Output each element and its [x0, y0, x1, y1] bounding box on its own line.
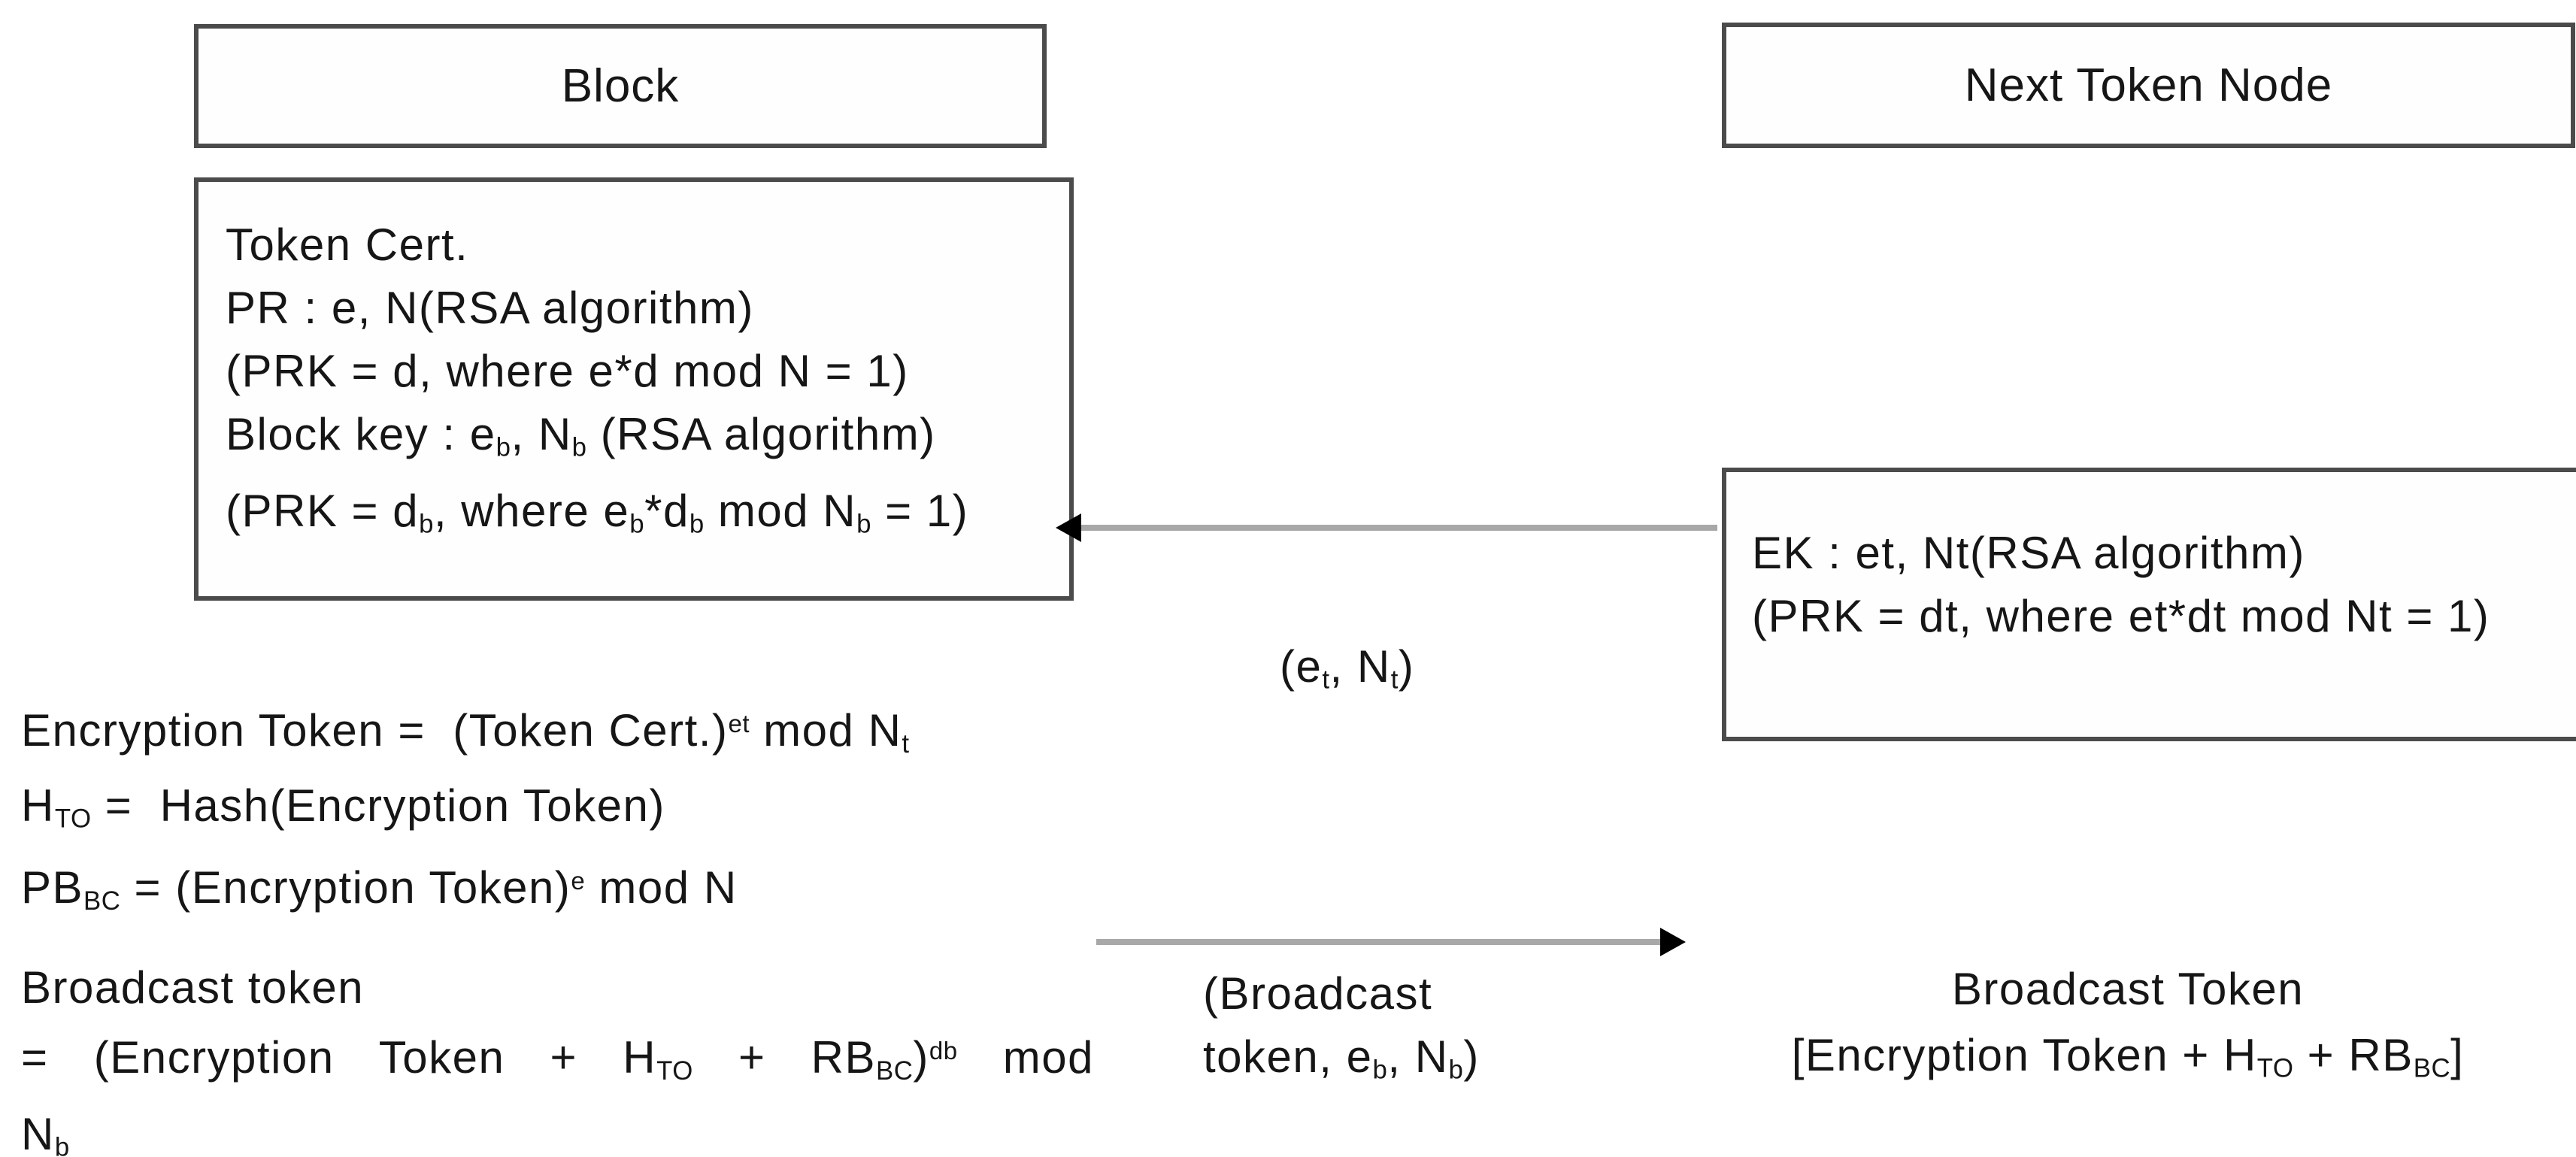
- subscript-text: BC: [876, 1056, 914, 1086]
- token-cert-prk-line: (PRK = d, where e*d mod N = 1): [226, 340, 1069, 403]
- subscript-text: b: [496, 432, 511, 462]
- broadcast-token-arrow-line: [1096, 939, 1662, 945]
- broadcast-arrow-label-line-1: (Broadcast: [1203, 962, 1480, 1025]
- text-segment: , where e: [433, 485, 630, 536]
- pb-formula-line: PBBC = (Encryption Token)e mod N: [21, 850, 910, 932]
- text-segment: H: [21, 780, 55, 831]
- text-segment: *d: [644, 485, 689, 536]
- subscript-text: b: [54, 1132, 70, 1157]
- block-header-box: Block: [194, 24, 1047, 148]
- subscript-text: b: [419, 509, 434, 539]
- text-segment: Block key : e: [226, 409, 496, 459]
- subscript-text: b: [856, 509, 871, 539]
- text-segment: , N: [1329, 641, 1391, 692]
- encryption-token-formula-line: Encryption Token = (Token Cert.)et mod N…: [21, 693, 910, 775]
- text-segment: mod N: [704, 485, 857, 536]
- text-segment: = (Encryption Token + H: [21, 1032, 657, 1083]
- block-header-label: Block: [561, 60, 680, 112]
- hash-formula-line: HTO = Hash(Encryption Token): [21, 775, 910, 850]
- subscript-text: TO: [54, 804, 92, 834]
- broadcast-arrow-label-line-2: token, eb, Nb): [1203, 1025, 1480, 1102]
- next-token-node-header-label: Next Token Node: [1964, 59, 2333, 111]
- text-segment: ]: [2450, 1030, 2465, 1080]
- text-segment: EK : et, Nt(RSA algorithm): [1752, 528, 2305, 578]
- encryption-formulas-block: Encryption Token = (Token Cert.)et mod N…: [21, 693, 910, 931]
- subscript-text: b: [1372, 1055, 1388, 1085]
- superscript-text: e: [571, 866, 586, 895]
- broadcast-token-right-block: Broadcast Token [Encryption Token + HTO …: [1716, 956, 2540, 1102]
- text-segment: (PRK = dt, where et*dt mod Nt = 1): [1752, 591, 2490, 641]
- text-segment: Encryption Token = (Token Cert.): [21, 705, 729, 756]
- text-segment: = (Encryption Token): [120, 862, 571, 913]
- broadcast-token-arrow-label: (Broadcast token, eb, Nb): [1203, 962, 1480, 1102]
- broadcast-token-formula-line: = (Encryption Token + HTO + RBBC)db mod: [21, 1019, 1094, 1103]
- text-segment: = 1): [871, 485, 969, 536]
- text-segment: , N: [511, 409, 572, 459]
- text-segment: (PRK = d: [226, 485, 420, 536]
- subscript-text: b: [1448, 1055, 1464, 1085]
- text-segment: ): [913, 1032, 929, 1083]
- superscript-text: db: [929, 1037, 958, 1065]
- text-segment: + RB: [692, 1032, 877, 1083]
- token-cert-pr-line: PR : e, N(RSA algorithm): [226, 277, 1069, 340]
- text-segment: mod N: [585, 862, 738, 913]
- broadcast-token-left-block: Broadcast token = (Encryption Token + HT…: [21, 956, 1094, 1157]
- subscript-text: TO: [656, 1056, 693, 1086]
- subscript-text: BC: [83, 886, 121, 916]
- text-segment: Broadcast Token: [1951, 964, 2305, 1014]
- text-segment: ): [1463, 1031, 1480, 1082]
- text-segment: Broadcast token: [21, 962, 365, 1013]
- text-segment: mod N: [750, 705, 902, 756]
- superscript-text: et: [728, 710, 750, 738]
- subscript-text: t: [902, 728, 910, 759]
- subscript-text: t: [1390, 665, 1399, 695]
- broadcast-token-modulus-line: Nb: [21, 1103, 1094, 1157]
- subscript-text: b: [571, 432, 587, 462]
- text-segment: + RB: [2293, 1030, 2414, 1080]
- subscript-text: b: [629, 509, 645, 539]
- text-segment: mod: [957, 1032, 1094, 1083]
- broadcast-token-right-title-line: Broadcast Token: [1716, 956, 2540, 1022]
- subscript-text: TO: [2256, 1053, 2294, 1083]
- broadcast-token-title-line: Broadcast token: [21, 956, 1094, 1019]
- text-segment: (e: [1280, 641, 1323, 692]
- token-cert-block-key-line: Block key : eb, Nb (RSA algorithm): [226, 403, 1069, 480]
- text-segment: (RSA algorithm): [586, 409, 936, 459]
- broadcast-token-right-content-line: [Encryption Token + HTO + RBBC]: [1716, 1022, 2540, 1102]
- text-segment: = Hash(Encryption Token): [91, 780, 665, 831]
- subscript-text: BC: [2413, 1053, 2451, 1083]
- token-cert-block-prk-line: (PRK = db, where eb*db mod Nb = 1): [226, 480, 1069, 556]
- subscript-text: t: [1322, 665, 1330, 695]
- text-segment: PR : e, N(RSA algorithm): [226, 283, 754, 333]
- text-segment: token, e: [1203, 1031, 1373, 1082]
- text-segment: N: [21, 1108, 55, 1157]
- text-segment: Token Cert.: [226, 220, 469, 270]
- text-segment: ): [1398, 641, 1415, 692]
- ek-key-line: EK : et, Nt(RSA algorithm): [1752, 522, 2576, 585]
- text-segment: (PRK = d, where e*d mod N = 1): [226, 346, 909, 396]
- text-segment: PB: [21, 862, 84, 913]
- subscript-text: b: [689, 509, 705, 539]
- broadcast-token-arrow-head-right-icon: [1660, 928, 1686, 956]
- text-segment: [Encryption Token + H: [1791, 1030, 2257, 1080]
- text-segment: , N: [1387, 1031, 1449, 1082]
- ek-prk-line: (PRK = dt, where et*dt mod Nt = 1): [1752, 585, 2576, 648]
- next-token-node-header-box: Next Token Node: [1722, 23, 2575, 148]
- et-nt-arrow-line: [1081, 525, 1717, 531]
- ek-box: EK : et, Nt(RSA algorithm) (PRK = dt, wh…: [1722, 468, 2576, 741]
- et-nt-arrow-label: (et, Nt): [1280, 635, 1414, 712]
- token-cert-title-line: Token Cert.: [226, 214, 1069, 277]
- token-cert-box: Token Cert. PR : e, N(RSA algorithm) (PR…: [194, 177, 1074, 601]
- text-segment: (Broadcast: [1203, 968, 1433, 1019]
- et-nt-arrow-head-left-icon: [1056, 513, 1081, 542]
